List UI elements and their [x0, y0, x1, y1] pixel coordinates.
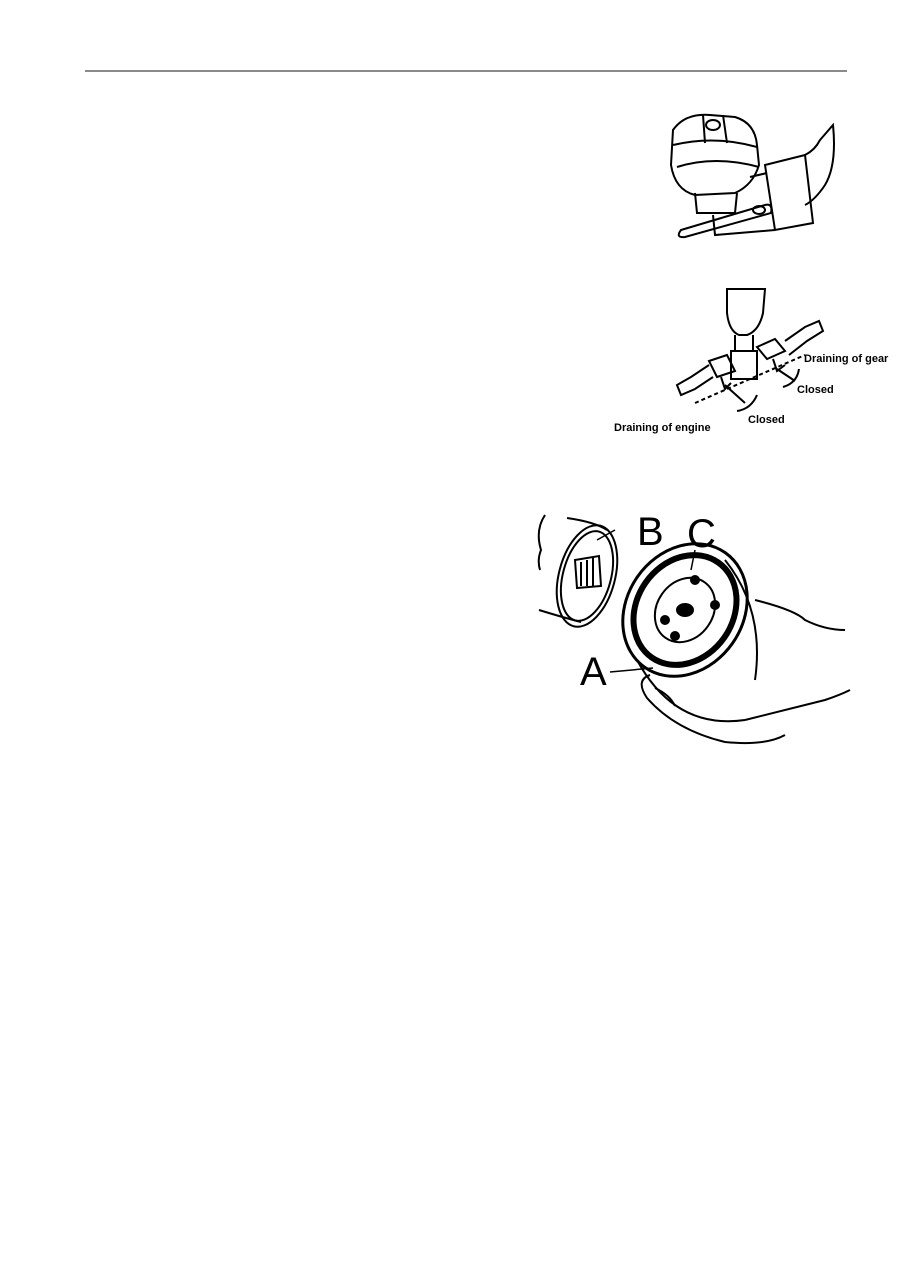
label-closed-engine: Closed [748, 414, 785, 426]
oil-filter-illustration [535, 510, 855, 750]
label-closed-gear: Closed [797, 384, 834, 396]
label-b-mounting-head: B [637, 510, 664, 554]
label-draining-of-engine: Draining of engine [614, 422, 711, 434]
label-a-filter: A [580, 650, 607, 694]
fuel-pump-illustration [655, 105, 845, 245]
label-c-gasket: C [687, 512, 716, 556]
header-rule [85, 70, 847, 72]
drain-valve-illustration [665, 285, 825, 435]
label-draining-of-gear: Draining of gear [804, 353, 889, 365]
